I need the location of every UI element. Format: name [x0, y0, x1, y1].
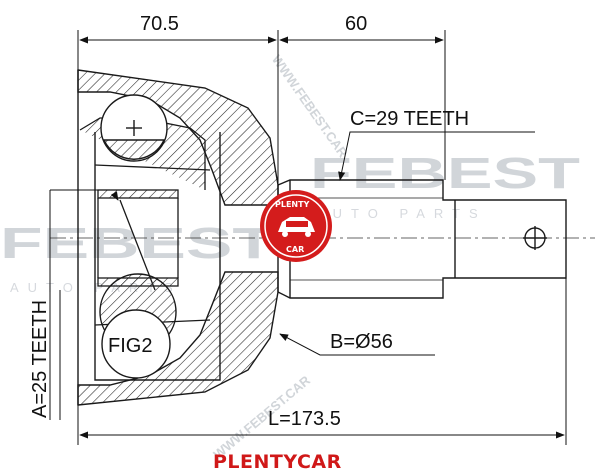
shaft-spline-section [277, 179, 567, 299]
housing-inner-box [94, 132, 221, 381]
plentycar-logo: PLENTY CAR [260, 190, 332, 262]
dim-label-total-length: L=173.5 [268, 408, 341, 430]
dim-label-seal-diameter: B=Ø56 [330, 331, 393, 353]
fig2-callout: FIG2 [101, 309, 171, 379]
dim-label-inner-spline: A=25 TEETH [29, 300, 51, 418]
housing-lower-section [77, 271, 279, 406]
leader-seal-diameter [279, 333, 435, 356]
dim-label-outer-spline: C=29 TEETH [350, 108, 469, 130]
dimension-lines [49, 30, 567, 445]
dim-label-right-length: 60 [345, 13, 367, 35]
dim-label-left-length: 70.5 [140, 13, 179, 35]
fig2-label: FIG2 [108, 335, 152, 357]
watermark-subtext-right: AUTO PARTS [315, 206, 487, 221]
inner-race-upper [97, 189, 179, 199]
logo-bottom-text: CAR [286, 245, 304, 254]
brand-caption: PLENTYCAR [213, 451, 342, 473]
leader-outer-spline [338, 131, 535, 181]
ball-upper [100, 94, 168, 162]
watermark-url-top: WWW.FEBEST.CAR [269, 52, 351, 160]
logo-top-text: PLENTY [275, 200, 310, 209]
housing-upper-section [77, 69, 279, 206]
